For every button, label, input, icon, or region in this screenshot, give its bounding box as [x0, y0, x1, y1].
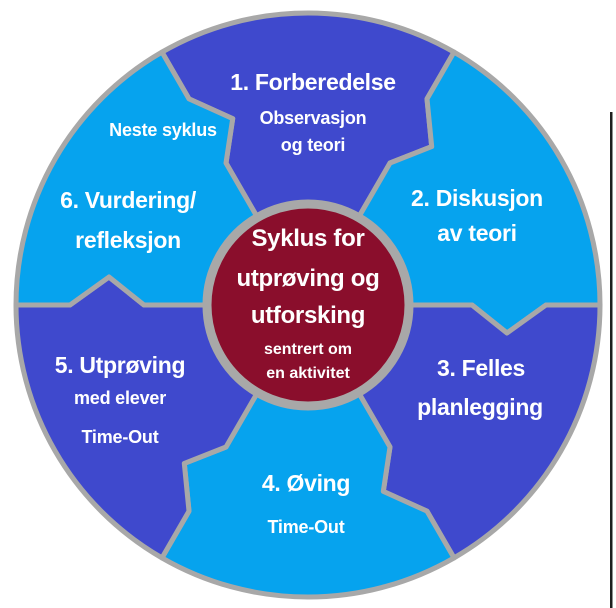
segment-1-title: 1. Forberedelse	[230, 69, 396, 95]
segment-4-sub1: Time-Out	[267, 517, 344, 537]
segment-4-title: 4. Øving	[262, 470, 350, 496]
segment-2-title-line1: 2. Diskusjon	[411, 185, 543, 211]
segment-5-sub2: Time-Out	[81, 427, 158, 447]
hub-title-line3: utforsking	[251, 302, 365, 329]
segment-5-title: 5. Utprøving	[55, 352, 186, 378]
segment-3-title-line2: planlegging	[417, 394, 543, 420]
page-border-line	[610, 112, 613, 608]
segment-6-vurdering-refleksjon	[13, 49, 259, 308]
segment-3-title-line1: 3. Felles	[437, 355, 525, 381]
segment-6-title-line2: refleksjon	[75, 227, 181, 253]
hub-title-line1: Syklus for	[251, 225, 364, 252]
segment-1-sub2: og teori	[281, 135, 345, 155]
segment-5-sub1: med elever	[74, 388, 166, 408]
segment-6-title-line1: 6. Vurdering/	[60, 187, 197, 213]
neste-syklus-label: Neste syklus	[109, 120, 217, 140]
hub-subtitle-line2: en aktivitet	[266, 365, 350, 382]
hub-subtitle-line1: sentrert om	[264, 341, 352, 358]
center-hub	[206, 203, 410, 407]
hub-title-line2: utprøving og	[236, 265, 379, 292]
segment-2-title-line2: av teori	[437, 220, 516, 246]
segment-1-sub1: Observasjon	[260, 108, 367, 128]
